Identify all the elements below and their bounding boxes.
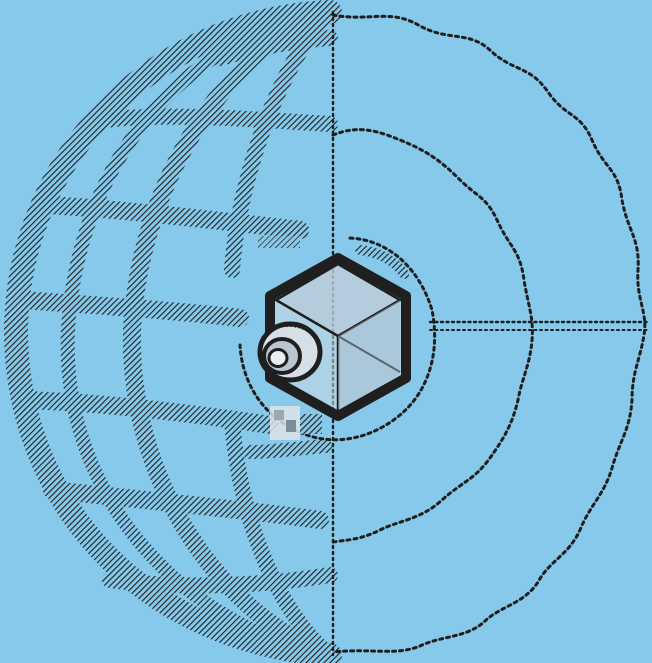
camera-lens-icon <box>260 324 320 380</box>
inner-ring-fill <box>258 236 300 248</box>
